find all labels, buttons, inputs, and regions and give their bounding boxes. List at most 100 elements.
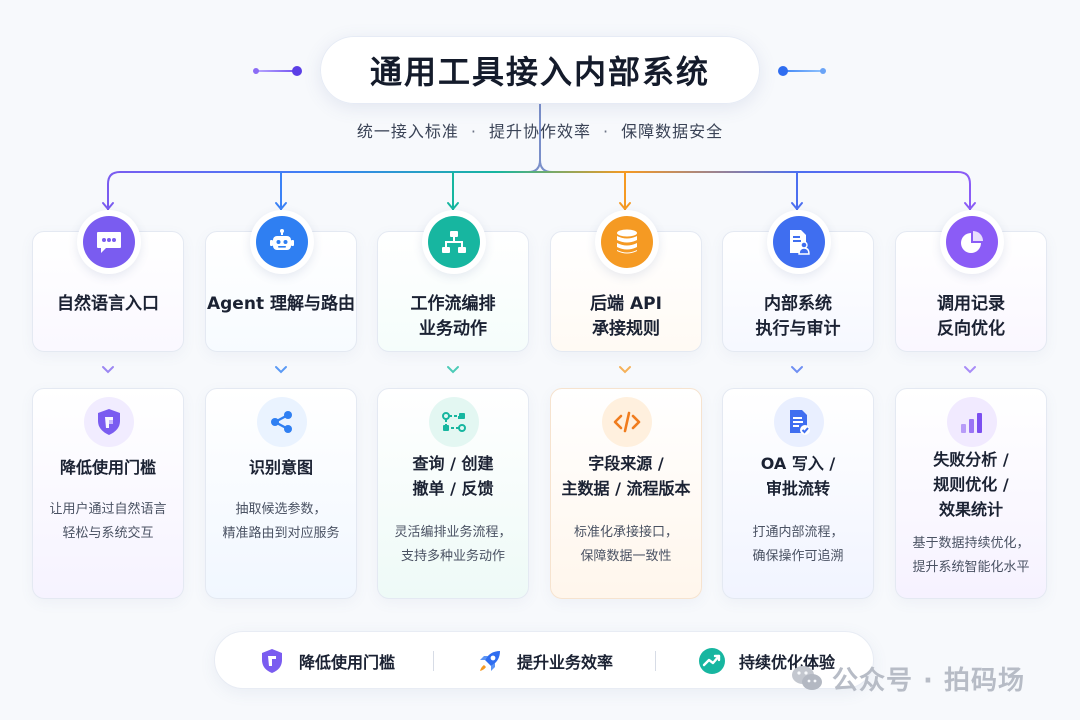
stage-detail-title-line: 主数据 / 流程版本 [561,479,691,498]
stage-description: 基于数据持续优化， 提升系统智能化水平 [896,532,1046,580]
shield-icon [84,397,134,447]
stage-detail-card: 降低使用门槛 让用户通过自然语言 轻松与系统交互 [32,388,184,599]
stage-description-line: 灵活编排业务流程， [394,525,512,540]
benefit-label: 降低使用门槛 [299,653,396,672]
divider [433,651,434,671]
benefits-bar: 降低使用门槛 提升业务效率 持续优化体验 [214,631,874,689]
bar-chart-icon [947,397,997,447]
stage-description-line: 打通内部流程， [752,525,844,540]
stage-title-line: 反向优化 [937,319,1005,339]
trunk-line-right [539,159,553,173]
chevron-down-icon [964,366,976,374]
stage-description: 打通内部流程， 确保操作可追溯 [723,521,873,569]
stage-detail-title: 查询 / 创建 撤单 / 反馈 [378,451,528,501]
chat-bubble-icon [83,216,135,268]
code-icon [602,397,652,447]
stage-description-line: 轻松与系统交互 [62,526,154,541]
stage-icon-ring [77,210,141,274]
subtitle-item: 统一接入标准 [356,122,459,141]
stage-icon-ring [940,210,1004,274]
shield-icon [257,646,287,676]
stage-icon-ring [250,210,314,274]
rocket-icon [475,646,505,676]
stage-description-line: 抽取候选参数， [235,502,327,517]
branch-arrow-6 [964,202,976,210]
stage-detail-title: 失败分析 / 规则优化 / 效果统计 [896,447,1046,522]
stage-detail-title-line: 审批流转 [765,479,830,498]
stage-title: Agent 理解与路由 [206,292,356,317]
workflow-nodes-icon [429,397,479,447]
branch-1 [107,171,121,210]
stage-detail-card: 查询 / 创建 撤单 / 反馈 灵活编排业务流程， 支持多种业务动作 [377,388,529,599]
chevron-down-icon [791,366,803,374]
chevron-down-icon [447,366,459,374]
stage-icon-ring [767,210,831,274]
stage-title-line: 工作流编排 [410,294,496,314]
stage-detail-title-line: 字段来源 / [588,454,664,473]
chevron-down-icon [275,366,287,374]
stage-title: 自然语言入口 [33,292,183,317]
stage-detail-title: OA 写入 / 审批流转 [723,451,873,501]
stage-top-card: 内部系统 执行与审计 [722,210,874,352]
stage-detail-title-line: 查询 / 创建 [412,454,494,473]
stage-top-card: 后端 API 承接规则 [550,210,702,352]
stage-title-line: 自然语言入口 [57,294,159,314]
stage-description-line: 支持多种业务动作 [400,549,505,564]
subtitle-separator: · [470,122,477,141]
stage-title-line: Agent 理解与路由 [206,294,355,314]
branch-6 [957,171,971,210]
watermark-text: 公众号 · 拍码场 [832,665,1025,696]
stage-description-line: 保障数据一致性 [580,549,672,564]
branch-arrow-1 [102,202,114,210]
stage-description: 标准化承接接口， 保障数据一致性 [551,521,701,569]
stage-detail-card: 字段来源 / 主数据 / 流程版本 标准化承接接口， 保障数据一致性 [550,388,702,599]
stage-description-line: 让用户通过自然语言 [49,502,167,517]
benefit-item: 降低使用门槛 [257,646,395,676]
stage-title-line: 业务动作 [419,319,487,339]
stage-title-line: 后端 API [590,294,662,314]
stage-detail-title-line: 失败分析 / [933,450,1009,469]
stage-description-line: 基于数据持续优化， [912,536,1030,551]
wechat-logo-icon [792,666,822,690]
branch-arrow-3 [447,202,459,210]
stage-top-card: 调用记录 反向优化 [895,210,1047,352]
flowchart-icon [428,216,480,268]
database-icon [601,216,653,268]
stage-title: 后端 API 承接规则 [551,292,701,342]
branch-arrow-5 [791,202,803,210]
trend-up-icon [697,646,727,676]
stage-title: 内部系统 执行与审计 [723,292,873,342]
stage-detail-title-line: 降低使用门槛 [59,458,156,477]
stage-icon-ring [595,210,659,274]
benefit-label: 提升业务效率 [517,653,614,672]
pie-chart-icon [946,216,998,268]
stage-detail-title-line: 效果统计 [938,500,1003,519]
stage-detail-title-line: 撤单 / 反馈 [412,479,494,498]
stage-description-line: 标准化承接接口， [573,525,678,540]
stage-top-card: 自然语言入口 [32,210,184,352]
stage-title-line: 承接规则 [592,319,660,339]
stage-detail-title-line: 规则优化 / [933,475,1009,494]
benefit-item: 提升业务效率 [475,646,613,676]
share-nodes-icon [257,397,307,447]
chevron-down-icon [619,366,631,374]
stage-detail-title: 降低使用门槛 [33,455,183,480]
divider [655,651,656,671]
stage-description: 灵活编排业务流程， 支持多种业务动作 [378,521,528,569]
stage-title-line: 调用记录 [937,294,1005,314]
branch-arrow-2 [275,202,287,210]
watermark: 公众号 · 拍码场 [790,658,1025,698]
branch-arrow-4 [619,202,631,210]
stage-top-card: Agent 理解与路由 [205,210,357,352]
stage-icon-ring [422,210,486,274]
stage-title-line: 内部系统 [764,294,832,314]
stage-description: 让用户通过自然语言 轻松与系统交互 [33,498,183,546]
stage-description-line: 精准路由到对应服务 [222,526,340,541]
document-user-icon [773,216,825,268]
title-deco-right [778,66,826,76]
subtitle-separator: · [603,122,610,141]
stage-title: 调用记录 反向优化 [896,292,1046,342]
stage-detail-title-line: 识别意图 [248,458,313,477]
stage-detail-title: 字段来源 / 主数据 / 流程版本 [551,451,701,501]
